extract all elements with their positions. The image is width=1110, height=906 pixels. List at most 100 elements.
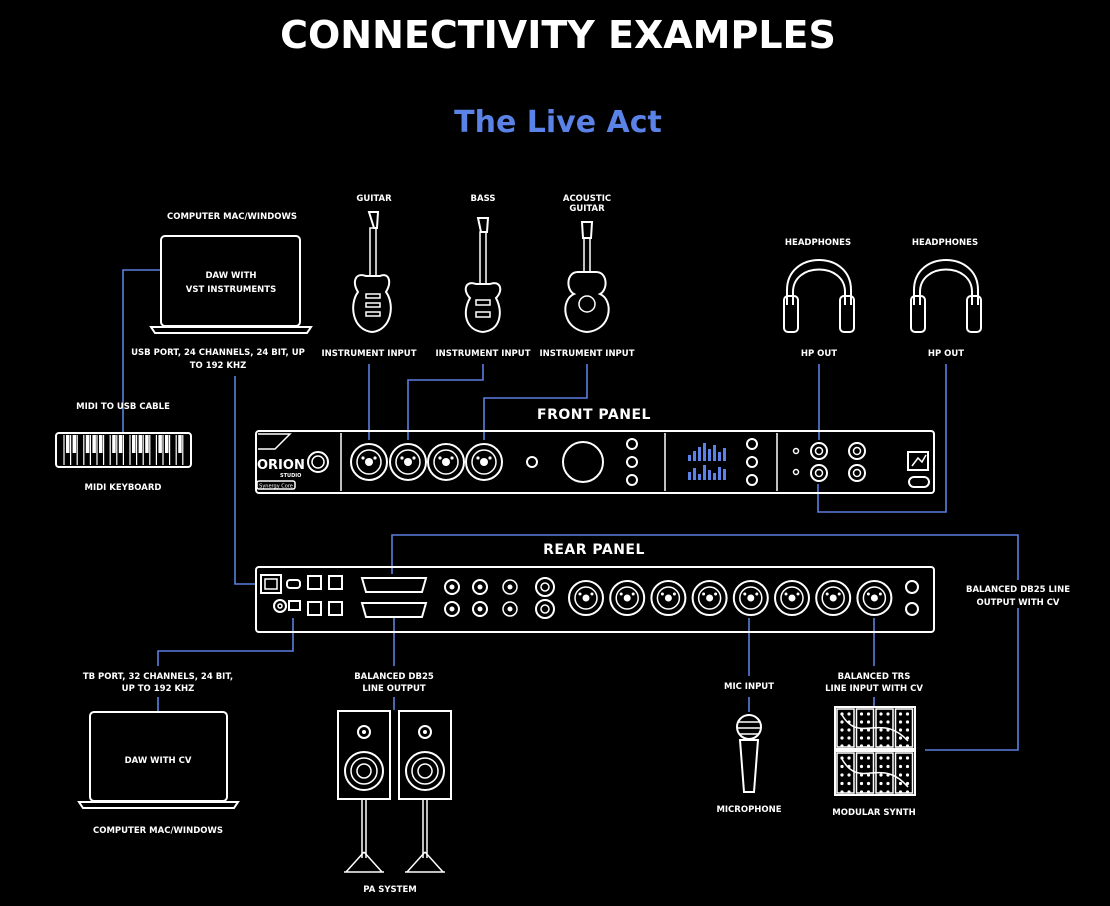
- synth-jack: [898, 728, 903, 732]
- rear-combo-input-2[interactable]: [609, 580, 646, 616]
- speaker-left-tweeter: [357, 725, 371, 739]
- synth-jack: [898, 720, 903, 724]
- speaker-left-woofer-cap: [356, 763, 372, 779]
- rear-combo-input-ring: [821, 586, 845, 610]
- hp-out-2-jack[interactable]: [810, 464, 828, 482]
- optical-port-4[interactable]: [328, 601, 343, 616]
- rear-combo-pin: [837, 592, 841, 596]
- meter-button-3[interactable]: [746, 474, 758, 486]
- synth-jack: [879, 764, 883, 769]
- synth-jack: [840, 773, 844, 777]
- db25-port-1[interactable]: [360, 577, 428, 593]
- front-combo-input-4[interactable]: [465, 443, 503, 481]
- headphones-1-band-inner: [792, 268, 846, 305]
- synth-jack: [859, 720, 864, 724]
- rear-combo-input-ring: [656, 586, 681, 610]
- synth-jack: [879, 712, 883, 716]
- meter-button-1[interactable]: [746, 438, 758, 450]
- synth-jack: [866, 790, 871, 794]
- headphones-1-cup-right: [839, 295, 855, 333]
- speaker-right-woofer-cap: [417, 763, 433, 779]
- synth-jack: [905, 790, 910, 794]
- connection-cables: [122, 269, 1019, 751]
- front-power-button[interactable]: [908, 476, 930, 488]
- synth-jack: [847, 728, 851, 732]
- synth-jack: [847, 781, 851, 786]
- db25-port-2[interactable]: [360, 602, 428, 618]
- rear-bnc-inner: [540, 604, 550, 614]
- synth-jack: [847, 712, 851, 716]
- black-key: [138, 435, 143, 453]
- front-combo-input-3[interactable]: [427, 443, 465, 481]
- acoustic-headstock: [580, 221, 594, 239]
- rear-combo-input-ring: [739, 586, 763, 610]
- hp-knob-2[interactable]: [848, 464, 866, 482]
- rear-rca-center: [449, 606, 455, 612]
- synth-jack: [886, 720, 890, 724]
- rear-combo-input-6[interactable]: [774, 580, 810, 616]
- tb-cable-line: [157, 618, 294, 666]
- synth-jack: [840, 764, 844, 769]
- bass-pickup-1: [475, 299, 491, 306]
- meter-bar: [718, 452, 721, 461]
- rear-combo-input-ring: [862, 586, 887, 610]
- rear-combo-input-3[interactable]: [650, 580, 687, 616]
- thunderbolt-port[interactable]: [286, 579, 301, 589]
- black-key: [118, 435, 123, 453]
- rear-combo-input-center: [747, 594, 755, 602]
- synth-jack: [840, 712, 844, 716]
- black-key: [145, 435, 149, 453]
- front-combo-input-ring: [471, 449, 497, 475]
- rear-rca-connector[interactable]: [444, 601, 460, 617]
- meter-bar: [718, 467, 721, 480]
- meter-bar: [713, 473, 716, 480]
- front-combo-input-1[interactable]: [350, 443, 388, 481]
- synth-jack: [886, 712, 890, 716]
- optical-port-2[interactable]: [328, 575, 343, 590]
- midi-usb-cable-line: [122, 269, 160, 432]
- rear-combo-input-center: [582, 594, 590, 602]
- usb-port[interactable]: [260, 574, 282, 594]
- rear-combo-input-center: [829, 594, 837, 602]
- front-panel-label: FRONT PANEL: [537, 407, 651, 423]
- front-combo-input-2[interactable]: [389, 443, 427, 481]
- synth-jack: [905, 712, 910, 716]
- rear-combo-input-7[interactable]: [815, 580, 852, 616]
- rear-combo-pin: [672, 592, 676, 596]
- headphones-2: HEADPHONES HP OUT: [910, 238, 982, 359]
- hp-out-1-jack[interactable]: [810, 442, 828, 460]
- db25-cv-cable-line: [391, 534, 1019, 751]
- rear-combo-input-8[interactable]: [856, 580, 893, 616]
- front-button-1[interactable]: [626, 438, 638, 450]
- main-volume-knob[interactable]: [562, 441, 604, 483]
- front-button-2[interactable]: [626, 456, 638, 468]
- rear-rca-connector[interactable]: [472, 579, 488, 595]
- rear-bnc-connector[interactable]: [535, 599, 555, 619]
- front-combo-input-ring: [356, 449, 382, 475]
- level-meter-display: [688, 443, 726, 480]
- hp-knob-1[interactable]: [848, 442, 866, 460]
- meter-bar: [723, 448, 726, 461]
- headphones-2-cup-right: [966, 295, 982, 333]
- rear-rca-center: [507, 584, 513, 590]
- meter-bar: [693, 451, 696, 461]
- rear-rca-connector[interactable]: [444, 579, 460, 595]
- meter-button-2[interactable]: [746, 456, 758, 468]
- synth-jack: [859, 781, 864, 786]
- word-clock-in[interactable]: [905, 580, 919, 594]
- optical-port-3[interactable]: [307, 601, 322, 616]
- usb-port-label-line1: USB PORT, 24 CHANNELS, 24 BIT, UP: [131, 348, 305, 358]
- bass-body: [464, 282, 502, 334]
- rear-bnc-connector[interactable]: [535, 577, 555, 597]
- rear-rca-connector[interactable]: [502, 579, 518, 595]
- rear-rca-connector[interactable]: [472, 601, 488, 617]
- word-clock-out[interactable]: [905, 602, 919, 616]
- rear-combo-input-4[interactable]: [691, 580, 728, 616]
- optical-port-1[interactable]: [307, 575, 322, 590]
- synth-jack: [879, 720, 883, 724]
- meter-bar: [723, 469, 726, 480]
- rear-rca-connector[interactable]: [502, 601, 518, 617]
- front-button-3[interactable]: [626, 474, 638, 486]
- rear-combo-input-1[interactable]: [568, 580, 604, 616]
- rear-combo-input-5[interactable]: [732, 580, 769, 616]
